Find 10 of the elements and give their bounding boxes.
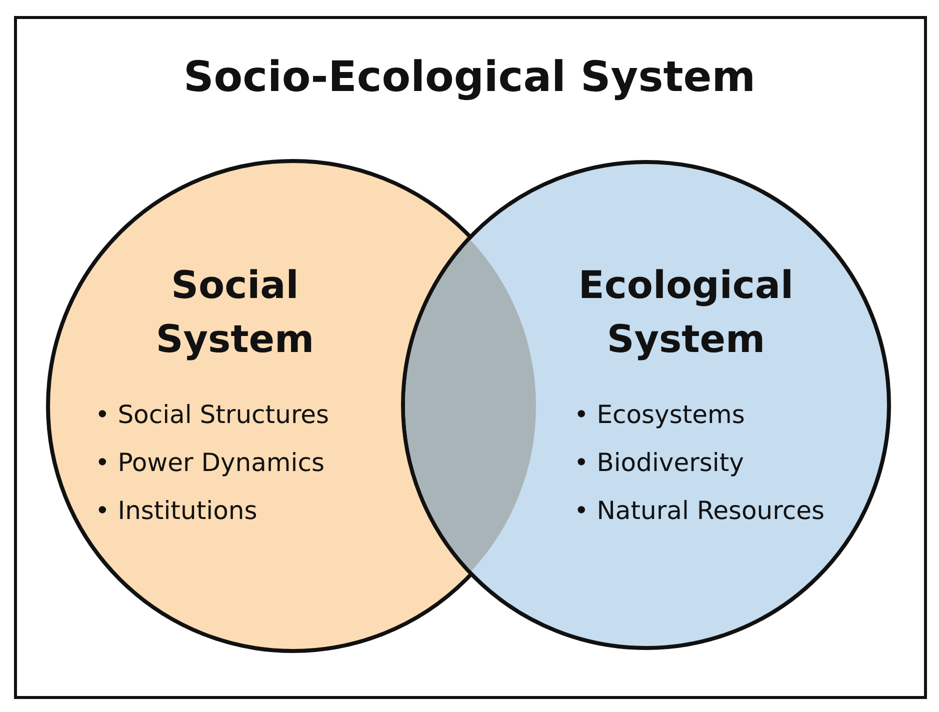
circle-heading: Social System	[154, 262, 316, 363]
circle-heading: Ecological System	[577, 262, 795, 363]
bullet-item: • Institutions	[95, 495, 258, 527]
title: Socio-Ecological System	[182, 52, 757, 101]
bullet-item: • Social Structures	[95, 399, 330, 431]
bullet-item: • Power Dynamics	[95, 447, 326, 479]
overlap-region	[405, 240, 536, 572]
bullet-item: • Biodiversity	[574, 447, 745, 479]
bullet-item: • Natural Resources	[574, 495, 825, 527]
bullet-item: • Ecosystems	[574, 399, 746, 431]
